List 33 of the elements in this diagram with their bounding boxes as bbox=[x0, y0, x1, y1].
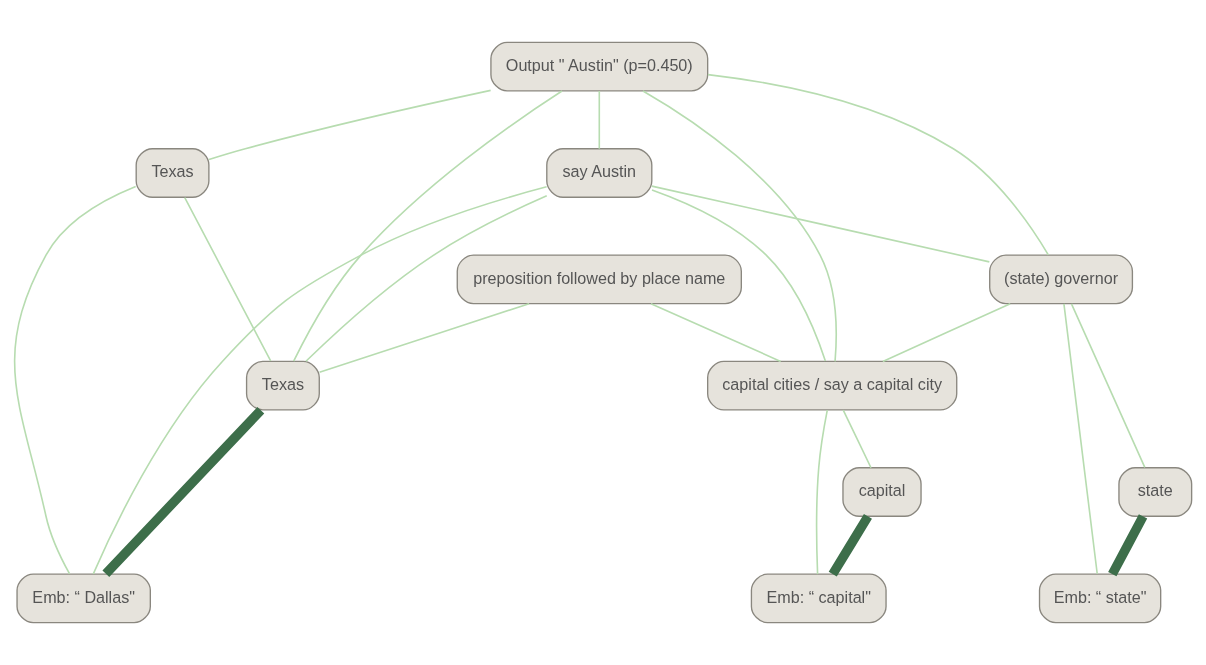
node-box: preposition followed by place name bbox=[456, 254, 742, 305]
connector bbox=[650, 302, 782, 363]
connector bbox=[828, 513, 872, 577]
connector bbox=[318, 302, 530, 374]
connector bbox=[651, 185, 991, 263]
connector bbox=[208, 89, 492, 161]
connector bbox=[815, 409, 829, 575]
connector bbox=[598, 90, 601, 150]
connector bbox=[13, 185, 137, 575]
node-box: Output " Austin" (p=0.450) bbox=[490, 41, 709, 92]
node-box: say Austin bbox=[546, 148, 653, 198]
connector bbox=[1063, 303, 1099, 575]
node-box: Texas bbox=[135, 148, 210, 198]
node-box: Emb: “ state" bbox=[1038, 573, 1162, 624]
connector bbox=[183, 196, 272, 362]
connector bbox=[842, 409, 872, 469]
connector bbox=[1108, 514, 1148, 577]
node-box: (state) governor bbox=[989, 254, 1134, 305]
node-box: state bbox=[1118, 467, 1193, 517]
node-box: capital cities / say a capital city bbox=[707, 360, 958, 411]
connector bbox=[305, 195, 548, 363]
connector bbox=[707, 73, 1050, 256]
node-box: Emb: “ capital" bbox=[750, 573, 887, 624]
connector bbox=[1070, 303, 1146, 469]
node-box: capital bbox=[842, 467, 922, 517]
connector bbox=[651, 189, 827, 362]
node-box: Texas bbox=[245, 360, 320, 411]
node-box: Emb: “ Dallas" bbox=[16, 573, 151, 624]
connector bbox=[102, 407, 265, 577]
connector bbox=[292, 90, 563, 362]
connector bbox=[882, 302, 1012, 363]
connector bbox=[92, 186, 548, 575]
connector bbox=[642, 90, 837, 363]
